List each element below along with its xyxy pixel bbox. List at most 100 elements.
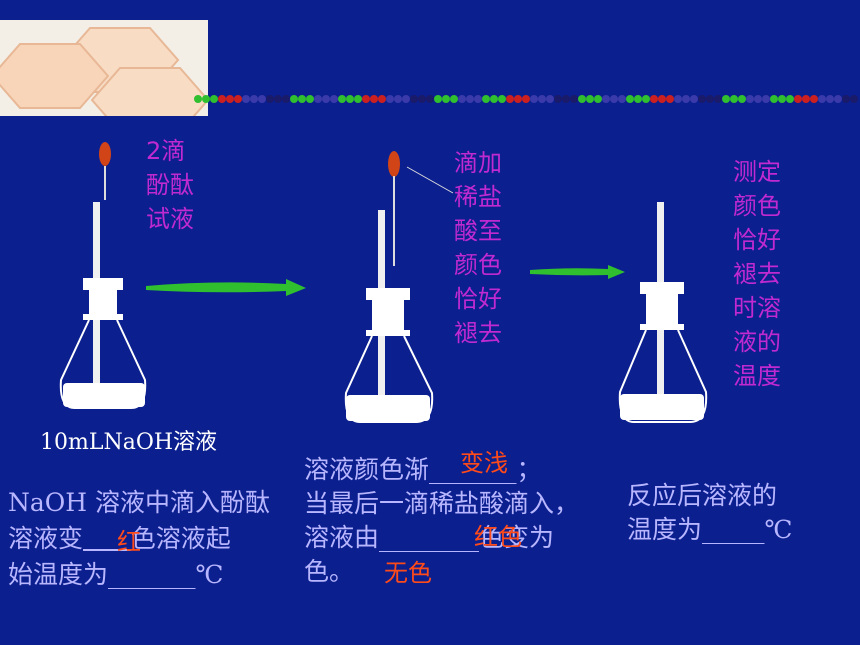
dot — [578, 95, 586, 103]
dot — [258, 95, 266, 103]
dot — [850, 95, 858, 103]
label-line: 恰好 — [733, 226, 781, 254]
dot — [362, 95, 370, 103]
dot — [490, 95, 498, 103]
dot — [530, 95, 538, 103]
dot — [794, 95, 802, 103]
dot — [466, 95, 474, 103]
dot — [498, 95, 506, 103]
dot — [346, 95, 354, 103]
dot — [298, 95, 306, 103]
dot — [754, 95, 762, 103]
q1-line2-suffix: 色溶液起 — [130, 524, 231, 553]
dot — [386, 95, 394, 103]
dot — [826, 95, 834, 103]
step1-dropper-label: 2滴 酚酞 试液 — [146, 134, 206, 236]
dot — [442, 95, 450, 103]
q1-line1: NaOH 溶液中滴入酚酞 — [8, 488, 271, 517]
q2-answer-fade: 变浅 — [460, 449, 508, 477]
dot — [610, 95, 618, 103]
dot — [210, 95, 218, 103]
dot — [666, 95, 674, 103]
dot — [458, 95, 466, 103]
q2-line2: 当最后一滴稀盐酸滴入， — [304, 489, 580, 518]
dot — [450, 95, 458, 103]
dot — [394, 95, 402, 103]
dot — [266, 95, 274, 103]
dot — [738, 95, 746, 103]
dot — [338, 95, 346, 103]
dot — [762, 95, 770, 103]
label-line: 恰好 — [454, 285, 502, 313]
dot — [202, 95, 210, 103]
flask-with-thermometer-and-dropper — [59, 142, 147, 409]
q2-line3: 溶液由________色变为 — [304, 523, 555, 552]
dot — [618, 95, 626, 103]
q1-line3: 始温度为_______℃ — [8, 560, 224, 589]
dot — [402, 95, 410, 103]
dot — [218, 95, 226, 103]
dot — [834, 95, 842, 103]
label-line: 褪去 — [454, 319, 502, 347]
dot — [242, 95, 250, 103]
dot — [234, 95, 242, 103]
label-line: 褪去 — [733, 260, 781, 288]
dot — [226, 95, 234, 103]
dot — [562, 95, 570, 103]
dot — [786, 95, 794, 103]
dot — [306, 95, 314, 103]
dot — [626, 95, 634, 103]
dot — [570, 95, 578, 103]
dot — [818, 95, 826, 103]
dropper-icon — [388, 151, 400, 266]
label-line: 温度 — [733, 362, 781, 390]
q2-answer-red: 红色 — [474, 523, 522, 551]
dot — [594, 95, 602, 103]
dot — [274, 95, 282, 103]
dot — [330, 95, 338, 103]
dot — [802, 95, 810, 103]
dot — [482, 95, 490, 103]
dot — [602, 95, 610, 103]
dot — [642, 95, 650, 103]
decorative-dot-line — [192, 91, 860, 105]
q2-answer-colorless: 无色 — [384, 559, 432, 587]
dot — [746, 95, 754, 103]
label-line: 滴加 — [454, 149, 502, 177]
label-line: 酸至 — [454, 217, 502, 245]
q3-line1: 反应后溶液的 — [627, 481, 778, 510]
dot — [730, 95, 738, 103]
label-line: 时溶 — [733, 294, 781, 322]
dot — [522, 95, 530, 103]
dot — [842, 95, 850, 103]
dot — [690, 95, 698, 103]
dot — [418, 95, 426, 103]
label-line: 2滴 — [146, 137, 186, 165]
label-line: 颜色 — [454, 251, 502, 279]
label-pointer-line — [406, 166, 454, 194]
dropper-icon — [99, 142, 111, 200]
q2-line1: 溶液颜色渐_______； — [304, 455, 542, 484]
dot — [514, 95, 522, 103]
dot — [706, 95, 714, 103]
dot — [538, 95, 546, 103]
flask-with-thermometer — [618, 202, 708, 423]
dot — [714, 95, 722, 103]
dot — [426, 95, 434, 103]
hexagon-logo — [0, 20, 208, 116]
dot — [322, 95, 330, 103]
dot — [698, 95, 706, 103]
q3-line2: 温度为_____℃ — [627, 515, 793, 544]
arrow-icon — [146, 279, 306, 296]
flask-label: 10mLNaOH溶液 — [40, 430, 218, 455]
step2-dropper-label: 滴加 稀盐 酸至 颜色 恰好 褪去 — [454, 146, 514, 350]
dot — [682, 95, 690, 103]
dot — [586, 95, 594, 103]
dot — [506, 95, 514, 103]
label-line: 酚酞 — [146, 171, 194, 199]
dot — [410, 95, 418, 103]
dot — [634, 95, 642, 103]
dot — [290, 95, 298, 103]
dot — [778, 95, 786, 103]
label-line: 颜色 — [733, 192, 781, 220]
